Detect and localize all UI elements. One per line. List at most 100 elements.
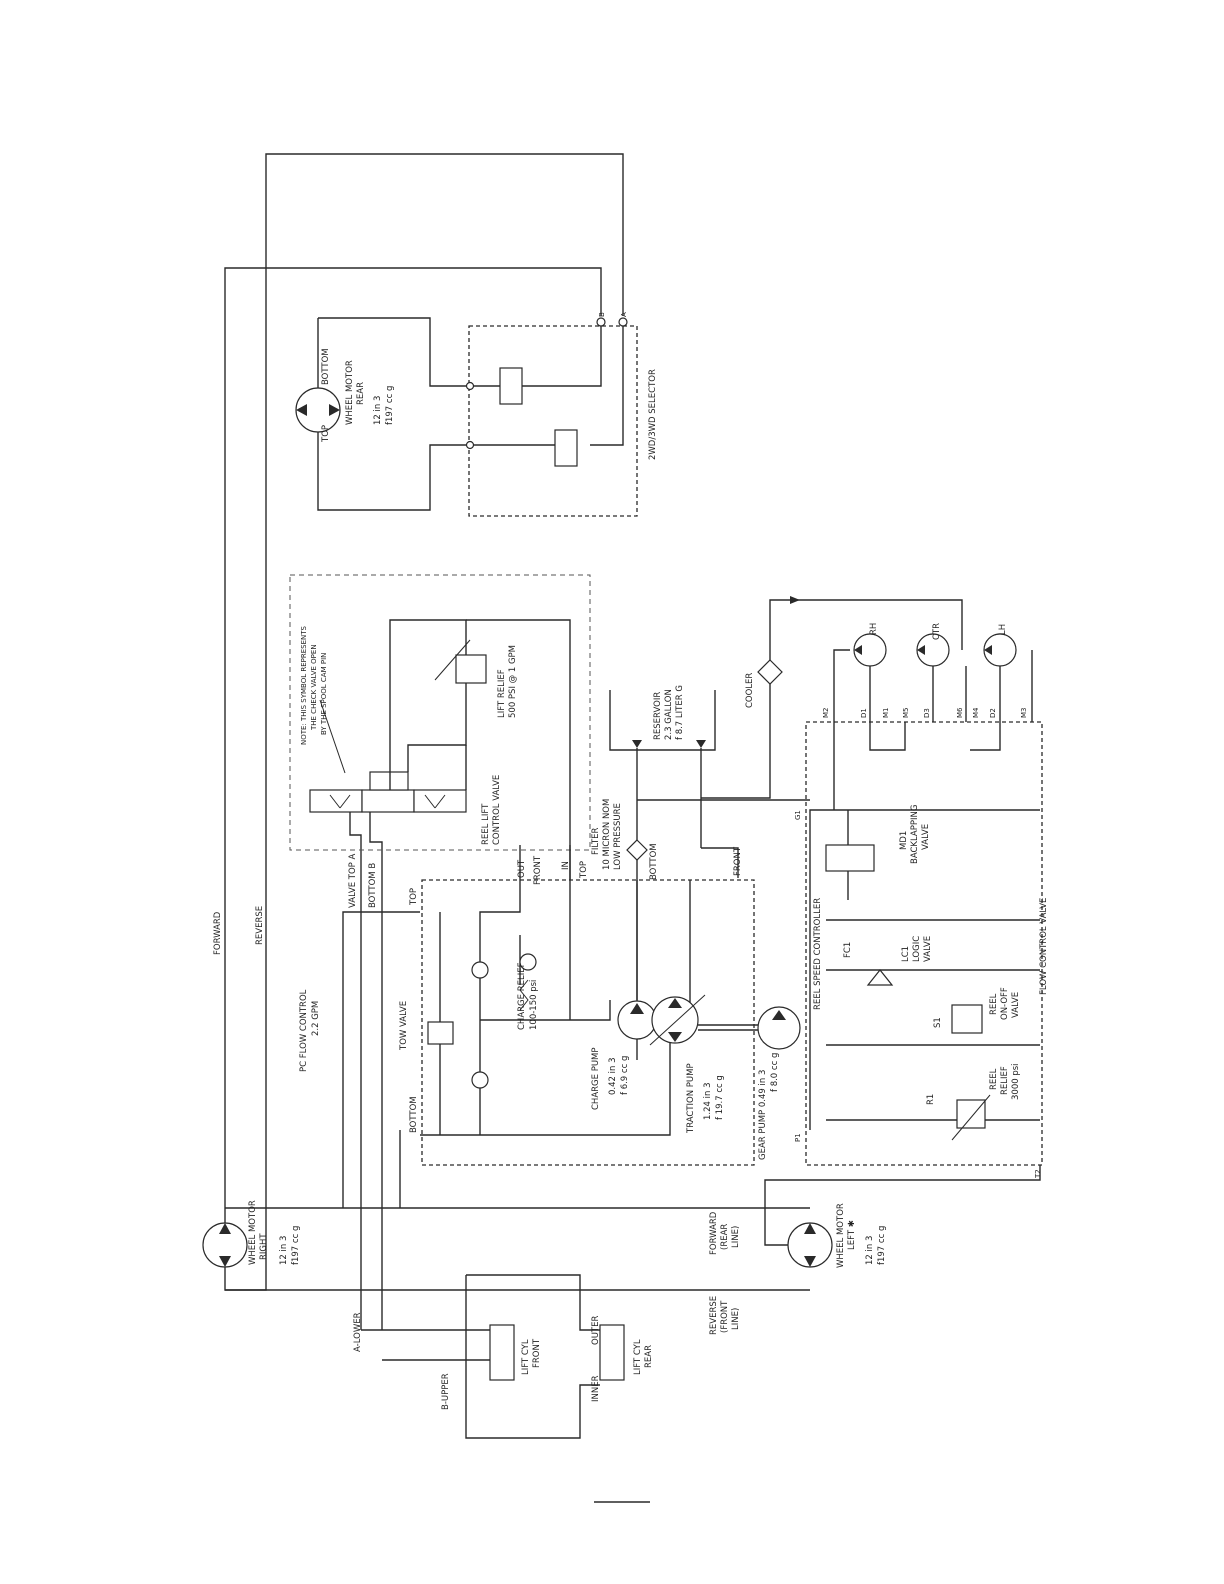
- label-charge-pump-cc: f 6.9 cc g: [620, 1056, 630, 1095]
- label-reel-onoff: REEL: [989, 993, 999, 1015]
- label-top-left: TOP: [409, 888, 419, 906]
- label-selector: 2WD/3WD SELECTOR: [648, 369, 658, 460]
- label-backlapping: BACKLAPPING: [910, 805, 920, 864]
- label-g1: G1: [794, 810, 802, 820]
- label-reel-lift-valve: CONTROL VALVE: [492, 775, 502, 845]
- flow-control-internals: [825, 810, 1040, 1141]
- label-p1: P1: [794, 1133, 802, 1142]
- label-gear-pump: GEAR PUMP 0.49 in 3: [758, 1070, 768, 1160]
- reservoir-tank: [609, 690, 716, 751]
- label-lc1: LC1: [901, 946, 911, 962]
- tow-valve-internals: [420, 845, 760, 1136]
- label-charge-relief-psi: 100-150 psi: [529, 980, 539, 1030]
- check-valve-icon: [471, 1071, 489, 1089]
- wheel-motor-left: [787, 1222, 833, 1268]
- reel-relief-icon: [956, 1099, 986, 1129]
- label-wm-left-cc: f197 cc g: [877, 1226, 887, 1265]
- text-labels: FORWARD REVERSE PC FLOW CONTROL 2.2 GPM …: [213, 312, 1049, 1410]
- label-wm-right: WHEEL MOTOR: [248, 1200, 258, 1265]
- label-m5: M5: [902, 708, 910, 719]
- label-outer: OUTER: [591, 1316, 601, 1345]
- label-reel-speed: REEL SPEED CONTROLLER: [813, 898, 823, 1010]
- cooler-icon: [757, 659, 783, 685]
- label-wm-left-2: LEFT ✱: [847, 1220, 857, 1250]
- label-m6: M6: [956, 707, 964, 718]
- label-forward: FORWARD: [213, 911, 223, 955]
- label-t2: T2: [1034, 1169, 1042, 1179]
- label-ctr: CTR: [932, 623, 942, 640]
- label-forward-rear-line-2: (REAR: [720, 1224, 730, 1250]
- label-forward-rear-line-3: LINE): [731, 1226, 741, 1248]
- tow-valve-box: [421, 879, 755, 1166]
- reel-lift-valve: [309, 619, 571, 880]
- label-rh: RH: [869, 623, 879, 635]
- label-top: TOP: [579, 861, 589, 879]
- label-note-1: NOTE: THIS SYMBOL REPRESENTS: [300, 625, 308, 745]
- label-wm-right-2: RIGHT: [259, 1233, 269, 1260]
- label-tow-valve: TOW VALVE: [399, 1001, 409, 1051]
- label-lh: LH: [998, 624, 1008, 635]
- label-wm-rear-cc: f197 cc g: [385, 386, 395, 425]
- lift-cylinders: [361, 1274, 625, 1439]
- wheel-motor-right: [202, 1222, 248, 1268]
- lift-cyl-front-icon: [489, 1324, 515, 1381]
- label-m4: M4: [972, 707, 980, 718]
- label-bottom: BOTTOM: [649, 843, 659, 880]
- label-s1: S1: [933, 1017, 943, 1028]
- label-reel-onoff-3: VALVE: [1011, 992, 1021, 1018]
- label-wm-rear-disp: 12 in 3: [373, 396, 383, 425]
- label-lc1-valve: VALVE: [923, 936, 933, 962]
- lift-valve-box: [289, 574, 591, 851]
- label-in: IN: [561, 861, 571, 870]
- label-reel-relief-2: RELIEF: [1000, 1066, 1010, 1095]
- label-cooler: COOLER: [745, 673, 755, 708]
- label-out: OUT: [517, 859, 527, 878]
- traction-pump-icon: [651, 996, 699, 1044]
- label-d2: D2: [989, 708, 997, 718]
- filter-icon: [626, 839, 648, 861]
- label-lift-cyl-rear-2: REAR: [644, 1345, 654, 1368]
- label-lift-cyl-front: LIFT CYL: [521, 1339, 531, 1375]
- label-d3: D3: [923, 708, 931, 718]
- label-gear-pump-cc: f 8.0 cc g: [770, 1053, 780, 1092]
- label-r1: R1: [926, 1094, 936, 1105]
- label-valve-top-a: VALVE TOP A: [348, 854, 358, 908]
- label-note-2: THE CHECK VALVE OPEN: [310, 644, 318, 731]
- tow-valve-symbol: [427, 1021, 454, 1045]
- label-wm-rear: WHEEL MOTOR: [345, 360, 355, 425]
- label-charge-relief: CHARGE RELIEF: [517, 962, 527, 1030]
- label-reel-relief-psi: 3000 psi: [1011, 1063, 1021, 1100]
- label-b-upper: B-UPPER: [441, 1373, 451, 1410]
- label-filter: FILTER: [591, 827, 601, 855]
- label-reservoir: RESERVOIR: [653, 692, 663, 740]
- label-fc1: FC1: [843, 942, 853, 958]
- label-filter-micron: 10 MICRON NOM: [602, 799, 612, 870]
- label-lift-relief-psi: 500 PSI @ 1 GPM: [508, 645, 518, 718]
- label-forward-rear-line: FORWARD: [709, 1211, 719, 1255]
- backlapping-valve-icon: [825, 844, 875, 872]
- label-lift-cyl-front-2: FRONT: [532, 1338, 542, 1368]
- lift-relief-icon: [455, 654, 487, 684]
- label-wm-right-disp: 12 in 3: [279, 1236, 289, 1265]
- check-valve-icon: [471, 961, 489, 979]
- gear-pump-icon: [757, 1006, 801, 1050]
- label-wm-left-disp: 12 in 3: [865, 1236, 875, 1265]
- lift-cyl-rear-icon: [599, 1324, 625, 1381]
- label-reel-onoff-2: ON-OFF: [1000, 987, 1010, 1020]
- label-wm-right-cc: f197 cc g: [291, 1226, 301, 1265]
- label-traction-pump: TRACTION PUMP: [686, 1063, 696, 1134]
- reel-motor-ctr: [916, 633, 950, 667]
- label-charge-pump-disp: 0.42 in 3: [608, 1058, 618, 1096]
- label-reel-lift: REEL LIFT: [481, 803, 491, 845]
- label-lift-relief: LIFT RELIEF: [497, 669, 507, 718]
- label-bottom-b: BOTTOM B: [368, 863, 378, 908]
- reel-motor-rh: [853, 633, 887, 667]
- label-charge-pump: CHARGE PUMP: [591, 1047, 601, 1110]
- label-lift-cyl-rear: LIFT CYL: [633, 1339, 643, 1375]
- label-filter-pressure: LOW PRESSURE: [613, 803, 623, 870]
- label-note-3: BY THE SPOOL CAM PIN: [320, 653, 328, 735]
- label-reverse-front-line-3: LINE): [731, 1308, 741, 1330]
- label-wm-rear-2: REAR: [356, 382, 366, 405]
- label-front-2: FRONT: [733, 846, 743, 876]
- label-traction-pump-disp: 1.24 in 3: [703, 1083, 713, 1121]
